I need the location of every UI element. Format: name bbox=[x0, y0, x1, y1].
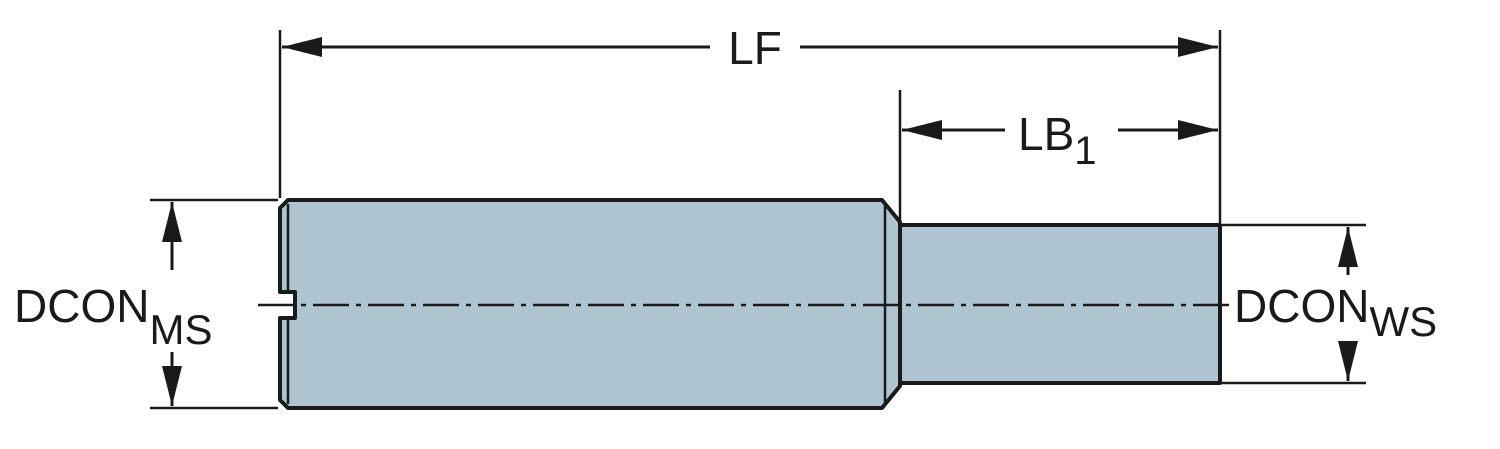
dcon-ms-label: DCONMS bbox=[14, 280, 212, 353]
lf-label: LF bbox=[728, 22, 782, 74]
dcon-ws-label: DCONWS bbox=[1234, 280, 1437, 345]
lb1-label: LB1 bbox=[1018, 108, 1097, 173]
